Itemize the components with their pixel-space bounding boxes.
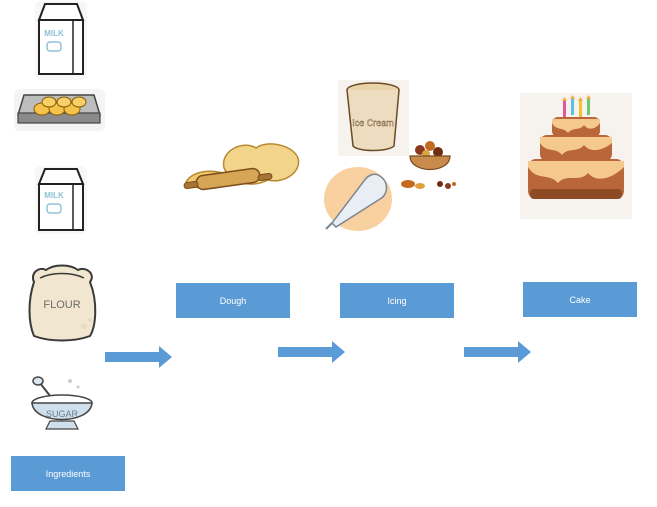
ingredients-label-text: Ingredients [45, 468, 91, 479]
piping-bag-icon [322, 165, 394, 233]
layer-cake-icon [520, 93, 632, 219]
milk-carton-text: MILK [44, 191, 64, 200]
cake-label: Cake [523, 282, 637, 317]
cake-label-text: Cake [569, 294, 591, 305]
icing-label: Icing [340, 283, 454, 318]
milk-carton-icon: MILK [33, 0, 89, 81]
milk-carton-text: MILK [44, 29, 64, 38]
ice-cream-tub-icon: Ice Cream [338, 80, 409, 156]
dough-label-text: Dough [219, 295, 247, 306]
ice-cream-tub-text: Ice Cream [352, 118, 394, 128]
arrow-dough-to-icing [278, 340, 346, 364]
milk-carton-icon: MILK [33, 166, 89, 234]
sugar-bowl-icon: SUGAR [26, 375, 99, 438]
flour-bag-text: FLOUR [43, 299, 80, 311]
arrow-ingredients-to-dough [105, 345, 173, 369]
egg-tray-icon [14, 89, 105, 131]
toppings-bowl-icon [398, 138, 460, 196]
icing-label-text: Icing [387, 295, 407, 306]
dough-rolling-pin-icon [180, 138, 302, 198]
sugar-bowl-text: SUGAR [46, 409, 79, 419]
dough-label: Dough [176, 283, 290, 318]
arrow-icing-to-cake [464, 340, 532, 364]
flour-bag-icon: FLOUR [24, 262, 101, 342]
ingredients-label: Ingredients [11, 456, 125, 491]
